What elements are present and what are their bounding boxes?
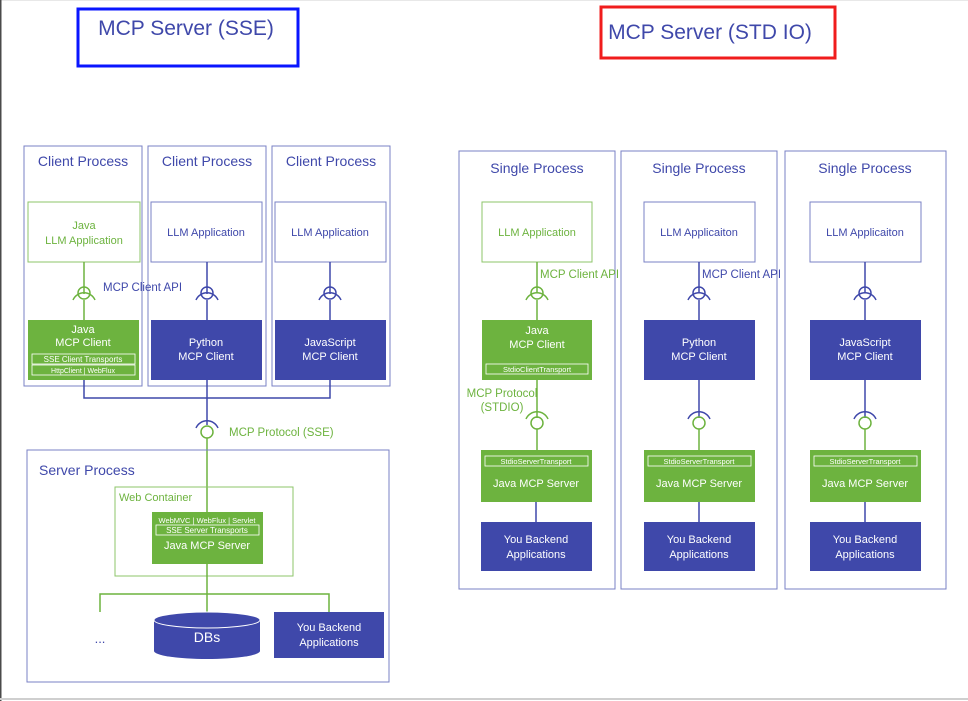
interface-icon — [195, 286, 219, 301]
single-process-1: Single Process — [458, 150, 616, 590]
mcp-client-api-label: MCP Client API — [103, 282, 182, 294]
sse-title: MCP Server (SSE) — [98, 17, 274, 40]
server-process-box — [26, 449, 390, 683]
stdio-title-frame — [599, 5, 837, 60]
web-container-label: Web Container — [119, 492, 193, 504]
java-mcp-server-label: Java MCP Server — [164, 540, 250, 552]
ellipsis-label: ... — [95, 631, 106, 646]
stdio-backend-box — [644, 522, 755, 571]
dbs-label: DBs — [194, 629, 220, 645]
stdio-title: MCP Server (STD IO) — [608, 21, 812, 44]
client-process-label: Client Process — [162, 153, 252, 169]
server-process-label: Server Process — [39, 462, 135, 478]
sse-backend-box — [274, 612, 384, 658]
stdio-llm-application-label: LLM Applicaiton — [660, 227, 738, 239]
sse-server-transports-box — [155, 524, 260, 536]
javascript-mcp-client-box — [275, 320, 386, 380]
stdio-client-transport-box — [485, 363, 589, 375]
sse-title-frame — [76, 7, 300, 68]
stdio-server-transport-label: StdioServerTransport — [663, 457, 735, 466]
stdio-backend-box — [810, 522, 921, 571]
interface-icon — [72, 286, 96, 301]
interface-icon — [525, 286, 549, 301]
sse-client-process-3: Client Process — [271, 145, 391, 387]
stdio-llm-application-box — [809, 201, 922, 263]
single-process-label: Single Process — [490, 160, 583, 176]
single-process-label: Single Process — [818, 160, 911, 176]
httpclient-box — [31, 364, 136, 376]
single-process-2: Single Process — [620, 150, 778, 590]
mcp-protocol-stdio-label: MCP Protocol(STDIO) — [467, 388, 538, 414]
python-mcp-client-box — [151, 320, 262, 380]
web-container-box — [114, 486, 294, 577]
stdio-java-mcp-server-label: Java MCP Server — [822, 478, 908, 490]
stdio-java-mcp-client-box — [482, 320, 592, 380]
stdio-server-transport-label: StdioServerTransport — [500, 457, 572, 466]
stdio-llm-application-box — [481, 201, 593, 263]
llm-application-label: LLM Application — [291, 227, 369, 239]
stdio-java-mcp-server-3: StdioServerTransport Java MCP Server — [810, 450, 921, 502]
java-mcp-client-box — [28, 320, 139, 380]
llm-application-label: LLM Application — [167, 227, 245, 239]
stdio-llm-application-label: LLM Application — [498, 227, 576, 239]
sse-client-transports-box — [31, 353, 136, 365]
java-mcp-server-box — [152, 512, 263, 564]
httpclient-webflux-label: HttpClient | WebFlux — [51, 368, 115, 375]
stdio-java-mcp-server-label: Java MCP Server — [656, 478, 742, 490]
stdio-java-mcp-server-label: Java MCP Server — [493, 478, 579, 490]
stdio-backend-box — [481, 522, 592, 571]
sse-client-transports-label: SSE Client Transports — [44, 355, 123, 364]
interface-icon — [687, 286, 711, 301]
single-process-label: Single Process — [652, 160, 745, 176]
stdio-javascript-mcp-client-box — [810, 320, 921, 380]
stdio-client-transport-label: StdioClientTransport — [503, 365, 572, 374]
sse-client-process-1: Client Process — [23, 145, 143, 387]
stdio-java-mcp-server-1: StdioServerTransport Java MCP Server — [481, 450, 592, 502]
interface-icon — [853, 286, 877, 301]
dbs-cylinder — [153, 611, 261, 659]
stdio-llm-application-label: LLM Applicaiton — [826, 227, 904, 239]
java-llm-application-box — [27, 201, 141, 263]
client-process-label: Client Process — [38, 153, 128, 169]
stdio-llm-application-box — [643, 201, 756, 263]
mcp-protocol-sse-label: MCP Protocol (SSE) — [229, 427, 334, 439]
client-process-label: Client Process — [286, 153, 376, 169]
stdio-mcp-client-api-label: MCP Client API — [702, 269, 781, 281]
stdio-python-mcp-client-box — [644, 320, 755, 380]
stdio-mcp-client-api-label: MCP Client API — [540, 269, 619, 281]
stdio-server-transport-label: StdioServerTransport — [829, 457, 901, 466]
sse-server-transports-label: SSE Server Transports — [166, 526, 248, 535]
interface-icon — [318, 286, 342, 301]
webmvc-webflux-servlet-label: WebMVC | WebFlux | Servlet — [159, 516, 257, 525]
stdio-java-mcp-server-2: StdioServerTransport Java MCP Server — [644, 450, 755, 502]
single-process-3: Single Process — [784, 150, 947, 590]
